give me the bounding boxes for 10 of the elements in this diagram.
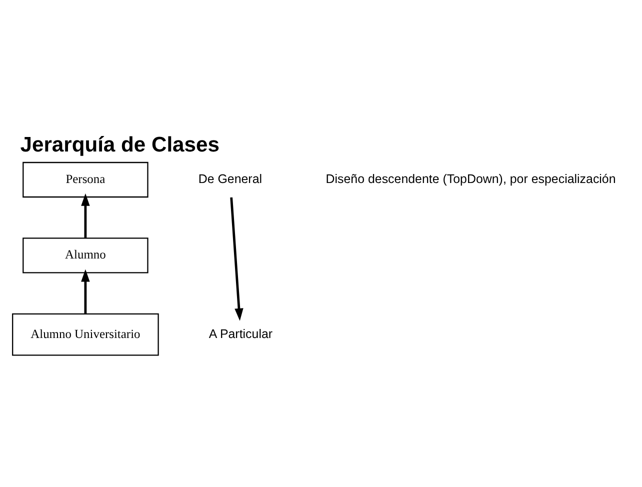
node-box: Alumno (22, 238, 148, 274)
node-text: De General (198, 172, 262, 186)
node-text: A Particular (208, 326, 273, 341)
arrow (230, 197, 244, 321)
node-box: Persona (22, 162, 148, 198)
node-box: Alumno Universitario (12, 313, 159, 356)
arrow (81, 269, 90, 314)
label: Diseño descendente (TopDown), por especialización (326, 172, 616, 186)
diagram-title: Jerarquía de Clases (20, 134, 220, 157)
arrow (81, 193, 90, 238)
